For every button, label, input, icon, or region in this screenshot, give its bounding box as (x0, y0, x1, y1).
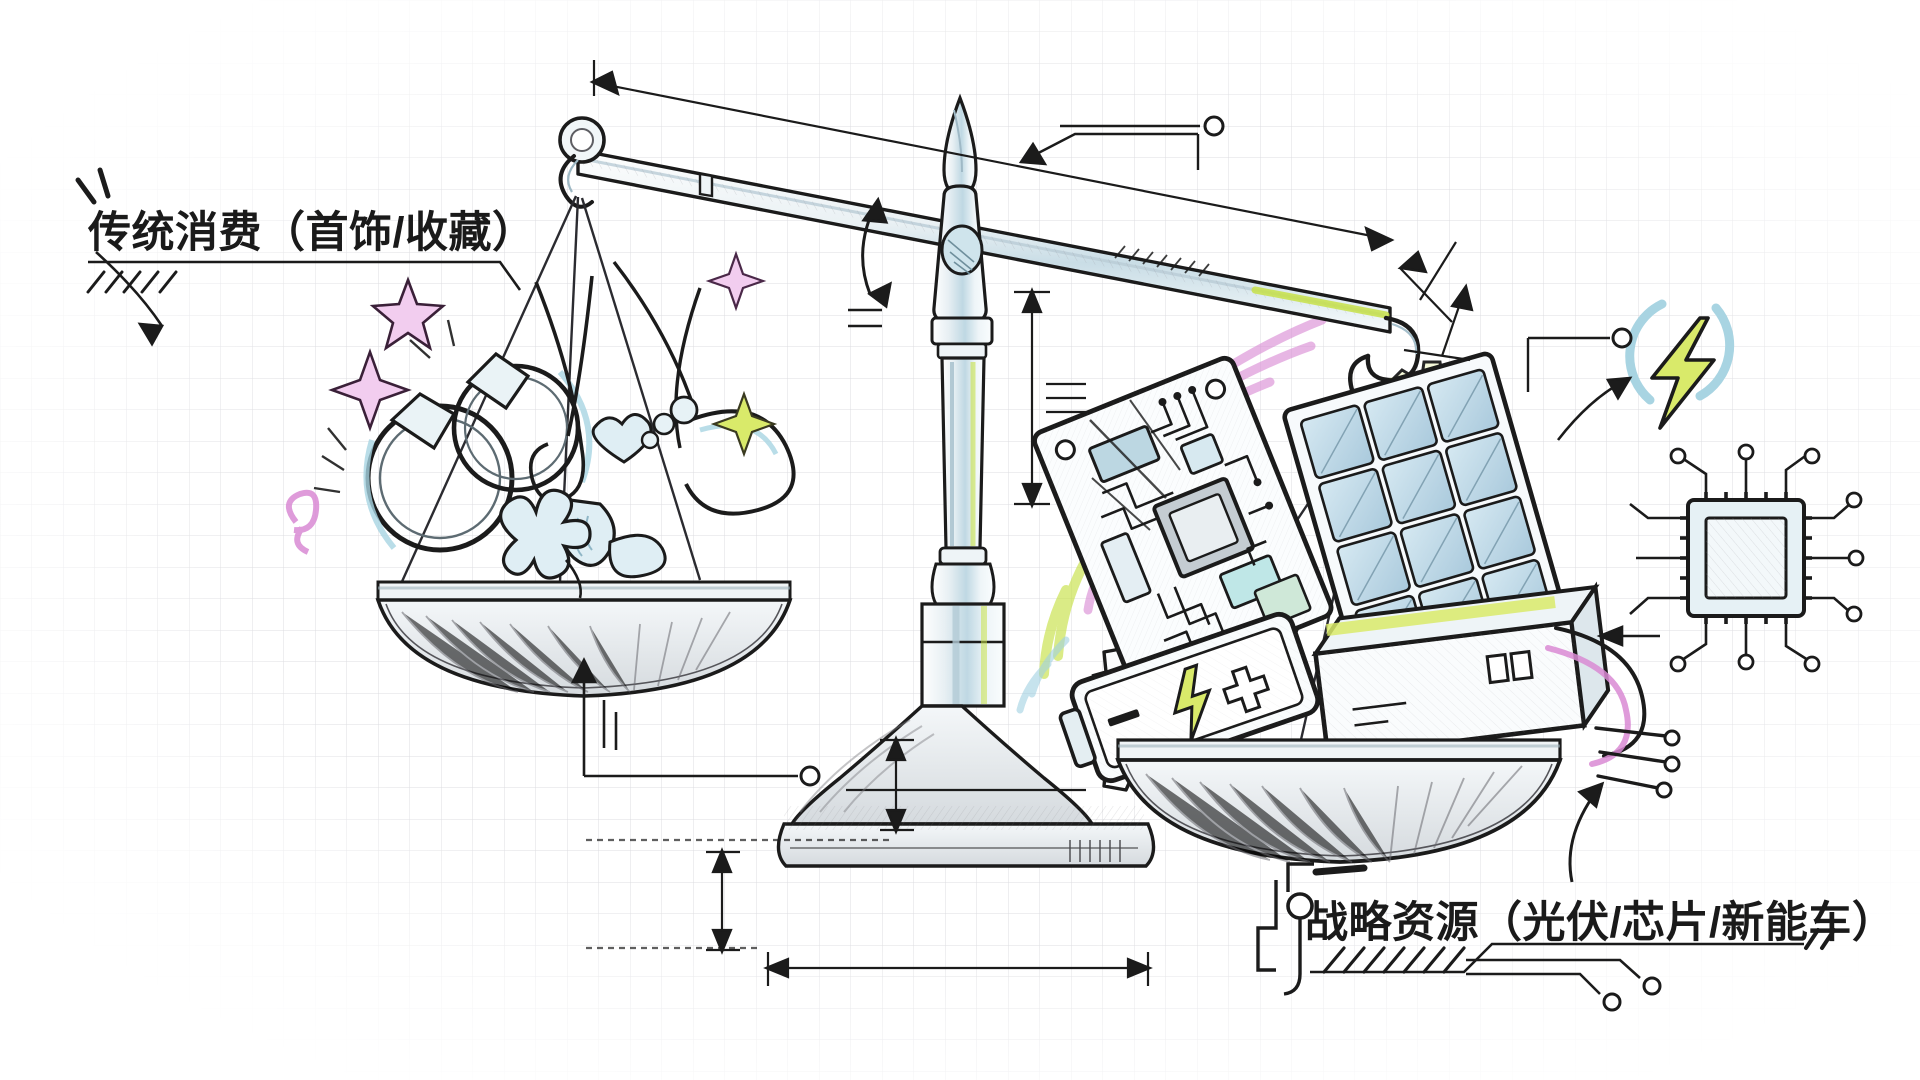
necklace-icon (528, 275, 594, 503)
column-height-dimension (880, 735, 914, 835)
fulcrum-column (776, 93, 1156, 868)
right-pan-leader-curve (1568, 781, 1605, 883)
four-point-sparkle-yellow (710, 390, 778, 458)
pcb-leader (1526, 327, 1633, 392)
technical-annotations (95, 60, 1660, 986)
label-left-decor (75, 167, 522, 294)
label-traditional-consumption: 传统消费（首饰/收藏） (88, 209, 536, 257)
left-hook (558, 116, 606, 209)
chip-leader (1596, 625, 1660, 647)
bracelet-icon (640, 395, 796, 516)
pan-height-dimension (1014, 287, 1086, 509)
label-right-decor (1256, 862, 1836, 1012)
left-pan-leader (570, 657, 821, 787)
beam-assembly (558, 116, 1421, 417)
scratch-ticks (1089, 399, 1181, 531)
leaf-icon (608, 533, 667, 579)
solar-leader (1556, 376, 1633, 441)
star-sparkle-pink (369, 276, 447, 352)
base-width-dimension (763, 952, 1153, 986)
four-point-sparkle-pink (328, 348, 412, 432)
cable-icon (1545, 626, 1681, 799)
side-icon-bolt (1625, 299, 1735, 430)
label-strategic-resources: 战略资源（光伏/芯片/新能车） (1305, 899, 1896, 947)
beam-length-dimension (589, 60, 1395, 252)
four-point-sparkle-small (705, 250, 767, 312)
battery-pack-icon (1311, 581, 1611, 760)
flower-icon (499, 488, 592, 599)
heart-icon (591, 413, 653, 464)
swirl-magenta (286, 489, 320, 555)
left-pan-jewelry (286, 250, 796, 599)
side-icon-chip (1629, 443, 1865, 673)
fulcrum-callout (1018, 115, 1225, 170)
left-pan-assembly (375, 195, 793, 698)
right-pan-assembly (1032, 351, 1681, 864)
base-height-dimension (586, 838, 892, 955)
pcb-icon (1032, 355, 1334, 693)
equals-tick-marks (848, 308, 882, 328)
necklace-icon-right (612, 260, 702, 449)
sparkle-group (286, 250, 778, 555)
rotation-arrow (861, 196, 893, 309)
hook-gap-dimension (1397, 241, 1474, 362)
left-edge-leader (95, 251, 165, 347)
